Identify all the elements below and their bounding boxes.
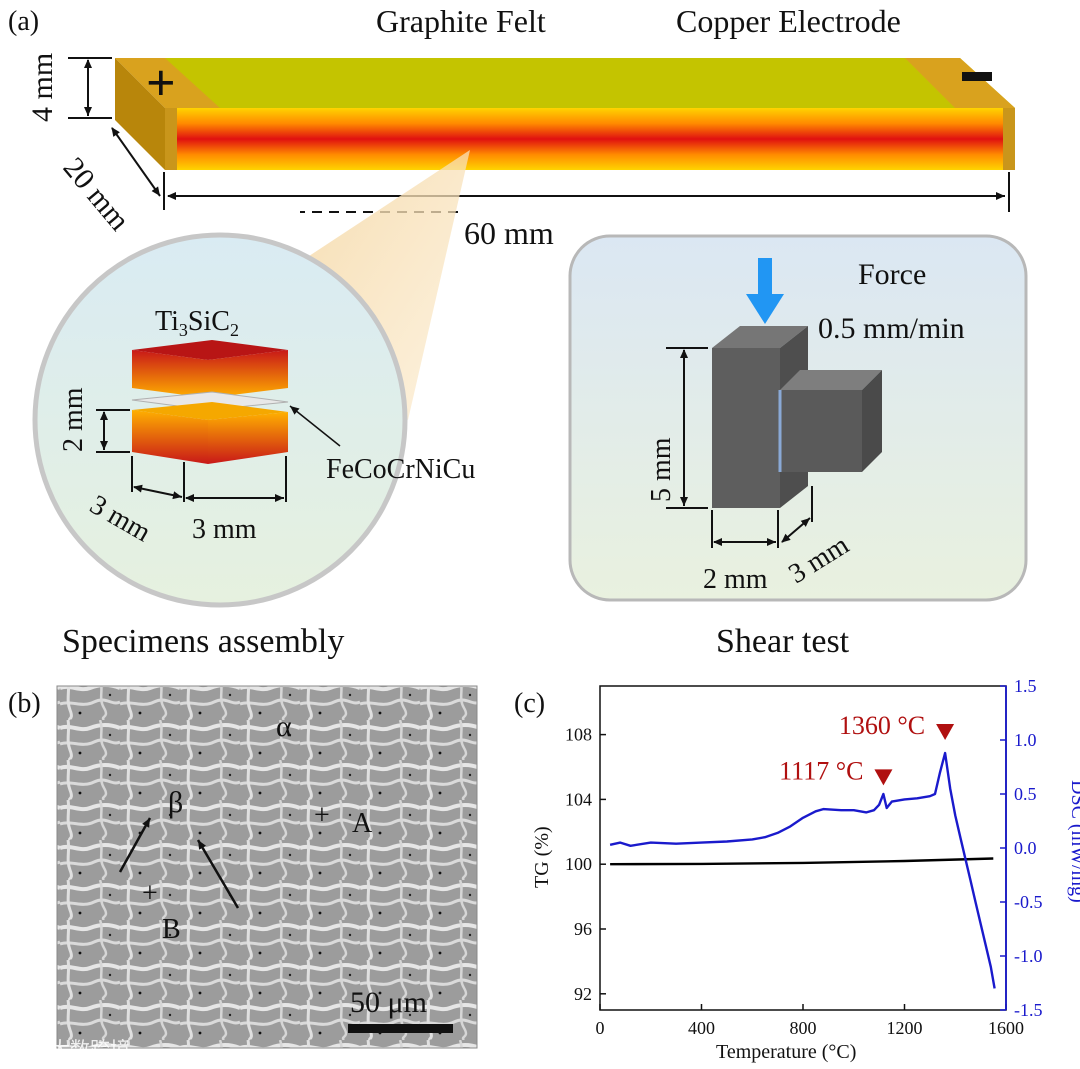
- x-axis-label: Temperature (°C): [716, 1041, 856, 1063]
- dim-60mm: [167, 172, 1010, 212]
- y-left-tick-label: 108: [565, 725, 592, 745]
- assembly-dims: [96, 409, 287, 502]
- y-right-tick-label: -0.5: [1014, 892, 1043, 912]
- y-right-tick-label: -1.5: [1014, 1000, 1043, 1020]
- point-a-marker: +: [314, 800, 330, 831]
- dim-60mm-label: 60 mm: [464, 215, 554, 251]
- y-right-tick-label: -1.0: [1014, 946, 1043, 966]
- graphite-felt-rod: [165, 58, 1015, 170]
- copper-electrode-label: Copper Electrode: [676, 3, 901, 39]
- y-left-tick-label: 100: [565, 854, 592, 874]
- rate-label: 0.5 mm/min: [818, 312, 965, 345]
- right-copper-electrode: [905, 58, 1015, 170]
- scale-bar-label: 50 μm: [350, 986, 427, 1019]
- dim-4mm-label: 4 mm: [26, 53, 59, 122]
- positive-terminal-icon: +: [146, 55, 176, 112]
- panel-a-label: (a): [8, 6, 39, 37]
- assembly-dim-width-label: 3 mm: [192, 514, 257, 545]
- peak-marker-icon: [936, 724, 955, 740]
- chart: (c) 0 400 800 1200 1600 92 96 100 104 108 -1.5 -1.0…: [514, 676, 1080, 1063]
- x-tick-label: 1600: [988, 1018, 1024, 1038]
- watermark-logo-icon: [15, 1037, 37, 1059]
- y-left-tick-label: 92: [574, 984, 592, 1004]
- y-right-tick-label: 1.0: [1014, 730, 1037, 750]
- annotation-layer: 1117 °C 1360 °C: [779, 711, 955, 786]
- x-tick-label: 400: [688, 1018, 715, 1038]
- shear-caption: Shear test: [716, 623, 850, 660]
- ti3sic2-label: Ti3SiC2: [155, 306, 239, 340]
- shear-dim-w-label: 2 mm: [703, 564, 768, 595]
- tg-series-line: [610, 857, 994, 866]
- force-label: Force: [858, 258, 926, 291]
- graphite-felt-label: Graphite Felt: [376, 3, 546, 39]
- magnification-beam: [300, 150, 470, 420]
- shear-dim-h-label: 5 mm: [646, 437, 677, 502]
- assembly-caption: Specimens assembly: [62, 623, 344, 660]
- dim-4mm: [68, 57, 112, 119]
- interlayer-label: FeCoCrNiCu: [326, 454, 475, 485]
- x-tick-label: 800: [790, 1018, 817, 1038]
- dsc-series-line: [609, 751, 996, 989]
- watermark-text: 大数跨境: [50, 1037, 130, 1061]
- phase-arrows: [118, 817, 240, 909]
- y-left-tick-label: 104: [565, 789, 592, 809]
- peak-annotation-label: 1360 °C: [839, 711, 925, 740]
- x-tick-label: 0: [596, 1018, 605, 1038]
- phase-beta-label: β: [168, 786, 183, 819]
- peak-annotation-label: 1117 °C: [779, 756, 863, 785]
- interlayer-pointer: [289, 405, 341, 447]
- y-left-tick-label: 96: [574, 919, 592, 939]
- sem-micrograph: [56, 685, 478, 1049]
- negative-terminal-icon: [962, 72, 992, 81]
- scale-bar: [348, 1024, 453, 1033]
- panel-b-label: (b): [8, 688, 41, 719]
- assembly-dim-h-label: 2 mm: [58, 387, 89, 452]
- point-a-label: A: [352, 808, 373, 839]
- dim-20mm-label: 20 mm: [57, 151, 136, 237]
- y-axis-right-label: DSC (mW/mg): [1067, 780, 1080, 903]
- assembly-zoom: [32, 232, 408, 608]
- phase-alpha-label: α: [276, 710, 292, 743]
- ticks-layer: 0 400 800 1200 1600 92 96 100 104 108 -1.5 -1.0 -0.5…: [565, 676, 1043, 1038]
- dim-20mm: [111, 127, 165, 210]
- shear-dims: [666, 347, 813, 548]
- shear-test-box: [568, 234, 1028, 602]
- panel-c-label: (c): [514, 688, 545, 719]
- point-b-label: B: [162, 914, 181, 945]
- y-axis-left-label: TG (%): [531, 826, 553, 888]
- series-layer: [609, 751, 996, 989]
- y-right-tick-label: 1.5: [1014, 676, 1037, 696]
- point-b-marker: +: [142, 878, 158, 909]
- y-right-tick-label: 0.5: [1014, 784, 1037, 804]
- y-right-tick-label: 0.0: [1014, 838, 1037, 858]
- peak-marker-icon: [874, 769, 893, 786]
- x-tick-label: 1200: [887, 1018, 923, 1038]
